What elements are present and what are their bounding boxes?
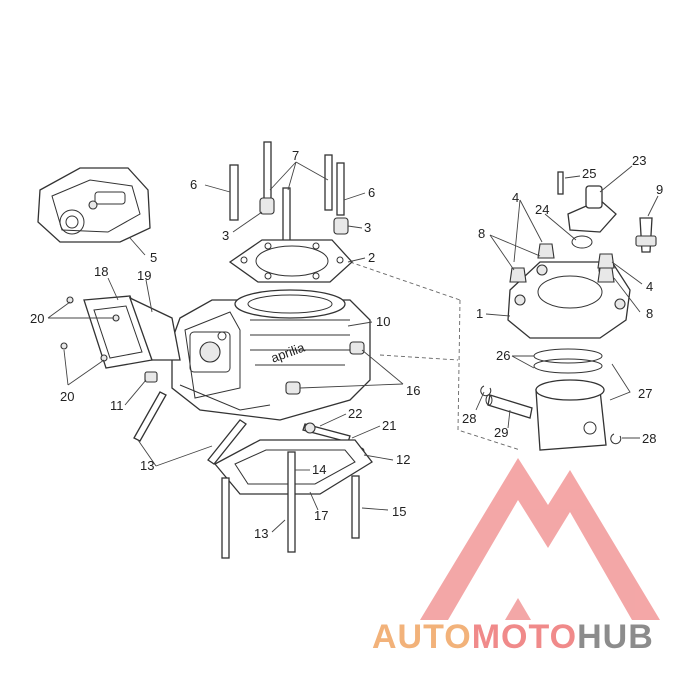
sleeve-3-left [259, 197, 275, 215]
stud-6-left [229, 164, 239, 221]
nut-8-b [537, 243, 555, 259]
leader-lines [47, 161, 659, 533]
callout-13-lower: 13 [254, 526, 268, 541]
nut-8-a [509, 267, 527, 283]
dowel-16-b [285, 381, 301, 395]
callout-3-left: 3 [222, 228, 229, 243]
pin-29 [487, 394, 533, 419]
watermark-word-auto: AUTO [372, 618, 472, 656]
part-2-gasket [228, 239, 353, 283]
callout-9: 9 [656, 182, 663, 197]
callout-2: 2 [368, 250, 375, 265]
fitting-11 [144, 371, 158, 383]
reed-block-parts [60, 295, 181, 383]
callout-13-upper: 13 [140, 458, 154, 473]
stud-14 [287, 451, 296, 553]
callout-6-left: 6 [190, 177, 197, 192]
callout-28-right: 28 [642, 431, 656, 446]
callout-27: 27 [638, 386, 652, 401]
part-10-cylinder: aprilia [171, 289, 371, 421]
callout-6-right: 6 [368, 185, 375, 200]
stud-7-a [263, 141, 272, 205]
callout-7: 7 [292, 148, 299, 163]
assembly-lines [349, 261, 521, 451]
callout-19: 19 [137, 268, 151, 283]
sensor-9 [639, 217, 653, 253]
nut-8-d [597, 267, 615, 283]
callout-21: 21 [382, 418, 396, 433]
callout-8-right: 8 [646, 306, 653, 321]
callout-26: 26 [496, 348, 510, 363]
watermark-logo-shape [420, 458, 660, 620]
rings-26-b [533, 358, 603, 374]
stud-7-c [324, 154, 333, 211]
stud-6-right [336, 162, 345, 216]
callout-5: 5 [150, 250, 157, 265]
callout-22: 22 [348, 406, 362, 421]
callout-4-left: 4 [512, 190, 519, 205]
nut-8-c [597, 253, 615, 269]
callout-20-lower: 20 [60, 389, 74, 404]
callout-14: 14 [312, 462, 326, 477]
head-accessories [557, 171, 657, 253]
callout-1: 1 [476, 306, 483, 321]
clip-28-right [610, 433, 622, 445]
callout-11: 11 [110, 398, 124, 413]
part-17-lower-gasket [213, 439, 373, 559]
callout-24: 24 [535, 202, 549, 217]
callout-labels: 1 2 3 3 4 4 5 6 6 7 8 8 9 10 11 12 13 13… [30, 148, 663, 541]
sleeve-3-right [333, 217, 349, 235]
callout-3-right: 3 [364, 220, 371, 235]
clip-28-left [480, 385, 492, 397]
callout-28-left: 28 [462, 411, 476, 426]
callout-15: 15 [392, 504, 406, 519]
callout-4-right: 4 [646, 279, 653, 294]
watermark-wordmark: AUTOMOTOHUB [372, 618, 692, 658]
callout-20-upper: 20 [30, 311, 44, 326]
callout-18: 18 [94, 264, 108, 279]
studs-group-top [229, 141, 349, 251]
callout-25: 25 [582, 166, 596, 181]
callout-23: 23 [632, 153, 646, 168]
part-1-cylinder-head [507, 243, 631, 339]
stud-15 [351, 475, 360, 539]
callout-16: 16 [406, 383, 420, 398]
dowel-16-a [349, 341, 365, 355]
callout-12: 12 [396, 452, 410, 467]
studs-13-left [133, 391, 247, 465]
watermark-word-hub: HUB [577, 618, 654, 656]
bleed-25 [557, 171, 564, 195]
stud-13-lower [221, 477, 230, 559]
part-5-cover [37, 167, 151, 243]
callout-10: 10 [376, 314, 390, 329]
watermark-logo [420, 458, 660, 620]
callout-17: 17 [314, 508, 328, 523]
watermark-word-moto: MOTO [471, 618, 578, 656]
callout-8-left: 8 [478, 226, 485, 241]
callout-29: 29 [494, 425, 508, 440]
piston-set [480, 348, 622, 451]
oring-24 [571, 235, 593, 249]
